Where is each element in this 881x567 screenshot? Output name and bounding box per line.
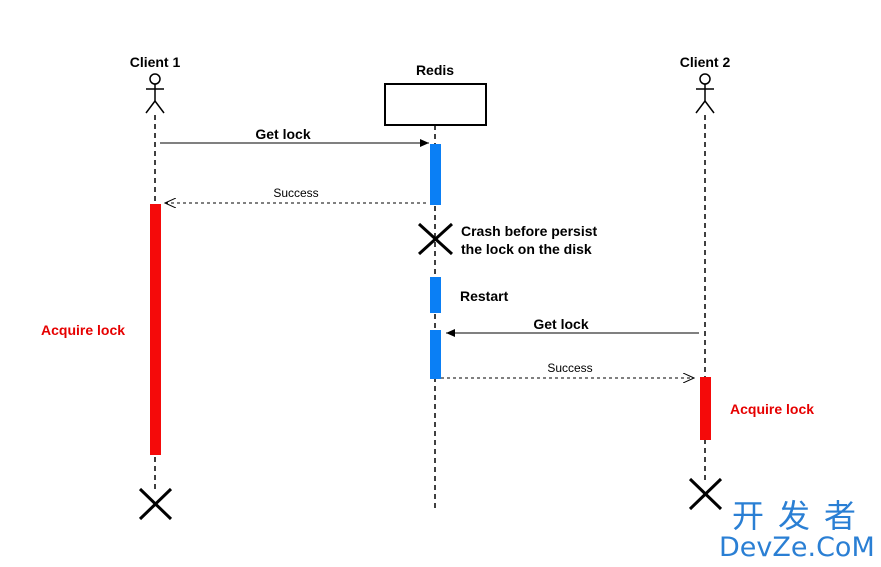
actor-client2-icon [695, 73, 715, 114]
acquire-lock-2-label: Acquire lock [730, 401, 814, 417]
message-get-lock-1-label: Get lock [255, 126, 310, 142]
redis-activation-2 [430, 330, 441, 379]
message-success-2-label: Success [547, 361, 592, 375]
watermark-cn: 开发者 [731, 497, 870, 535]
watermark: 开发者 DevZe.CoM [719, 500, 875, 563]
crash-x-icon [417, 222, 454, 256]
restart-note: Restart [460, 288, 509, 304]
client2-destroy-x-icon [688, 477, 723, 511]
message-success-1-label: Success [273, 186, 318, 200]
redis-activation-1 [430, 144, 441, 205]
acquire-lock-1-label: Acquire lock [41, 322, 125, 338]
redis-activation-restart [430, 277, 441, 313]
crash-note-line1: Crash before persist [461, 223, 597, 239]
actor-client1-icon [145, 73, 165, 114]
participant-label-client1: Client 1 [130, 54, 181, 70]
client2-acquire-bar [700, 377, 711, 440]
crash-note-line2: the lock on the disk [461, 241, 592, 257]
message-get-lock-2-label: Get lock [533, 316, 588, 332]
client1-destroy-x-icon [138, 487, 173, 521]
participant-label-client2: Client 2 [680, 54, 731, 70]
client1-acquire-bar [150, 204, 161, 455]
watermark-en: DevZe.CoM [719, 532, 875, 563]
participant-label-redis: Redis [416, 62, 454, 78]
participant-box-redis [384, 83, 487, 126]
